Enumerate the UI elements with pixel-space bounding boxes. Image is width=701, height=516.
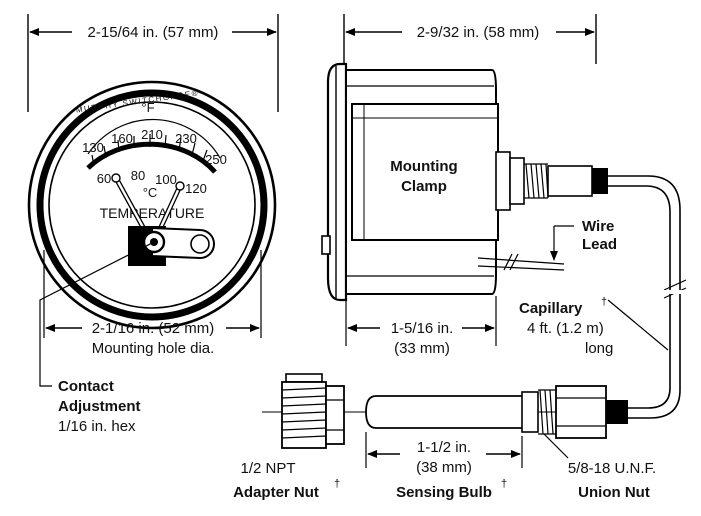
clamp-label-2: Clamp: [401, 178, 447, 195]
capillary-tube: [607, 175, 687, 419]
sensing-bulb-assembly: [262, 373, 628, 459]
mount-hole-label: 2-1/16 in. (52 mm): [92, 320, 215, 337]
f-tick-230: 230: [175, 131, 197, 146]
case-depth-label: 1-5/16 in.: [391, 320, 454, 337]
side-width-dimension: 2-9/32 in. (58 mm): [343, 14, 597, 64]
bulb-length-label: 1-1/2 in.: [417, 439, 471, 456]
gauge-side-view: Mounting Clamp: [321, 62, 608, 302]
f-tick-210: 210: [141, 127, 163, 142]
f-tick-160: 160: [111, 131, 133, 146]
sensing-bulb-mark: †: [501, 478, 507, 490]
c-tick-80: 80: [131, 168, 145, 183]
side-width-label: 2-9/32 in. (58 mm): [417, 24, 540, 41]
wire-lead: Wire Lead: [477, 218, 617, 271]
adapter-nut-label: Adapter Nut: [233, 484, 319, 501]
f-tick-130: 130: [82, 140, 104, 155]
face-width-dimension: 2-15/64 in. (57 mm): [27, 14, 279, 112]
scale-ticks: [91, 134, 208, 167]
clamp-label-1: Mounting: [390, 158, 457, 175]
bulb-length-mm: (38 mm): [416, 459, 472, 476]
npt-label: 1/2 NPT: [240, 460, 295, 477]
capillary-mark: †: [601, 296, 607, 308]
f-tick-250: 250: [205, 152, 227, 167]
contact-label-3: 1/16 in. hex: [58, 418, 136, 435]
wire-lead-label-1: Wire: [582, 218, 614, 235]
gauge-unit-f: °F: [141, 100, 154, 115]
face-width-label: 2-15/64 in. (57 mm): [88, 24, 219, 41]
case-depth-mm: (33 mm): [394, 340, 450, 357]
c-tick-120: 120: [185, 181, 207, 196]
union-nut-label: Union Nut: [578, 484, 650, 501]
mount-hole-dimension: 2-1/16 in. (52 mm) Mounting hole dia.: [43, 250, 262, 357]
gauge-unit-c: °C: [143, 185, 158, 200]
c-tick-100: 100: [155, 172, 177, 187]
unf-label: 5/8-18 U.N.F.: [568, 460, 656, 477]
bulb-length-dimension: 1-1/2 in. (38 mm): [365, 432, 523, 476]
capillary-length: 4 ft. (1.2 m): [527, 320, 604, 337]
capillary-long: long: [585, 340, 613, 357]
adapter-nut-mark: †: [334, 478, 340, 490]
gauge-front-view: MURPHY SWITCHGAGE® °F 130 160 210 230 25…: [27, 80, 277, 330]
wire-lead-label-2: Lead: [582, 236, 617, 253]
case-depth-dimension: 1-5/16 in. (33 mm): [345, 296, 497, 357]
contact-label-2: Adjustment: [58, 398, 141, 415]
sensing-bulb-label: Sensing Bulb: [396, 484, 492, 501]
capillary-label: Capillary: [519, 300, 583, 317]
c-tick-60: 60: [97, 171, 111, 186]
gauge-title: TEMPERATURE: [100, 205, 205, 221]
contact-label-1: Contact: [58, 378, 114, 395]
mount-hole-sub: Mounting hole dia.: [92, 340, 215, 357]
contact-leader: [39, 241, 155, 387]
